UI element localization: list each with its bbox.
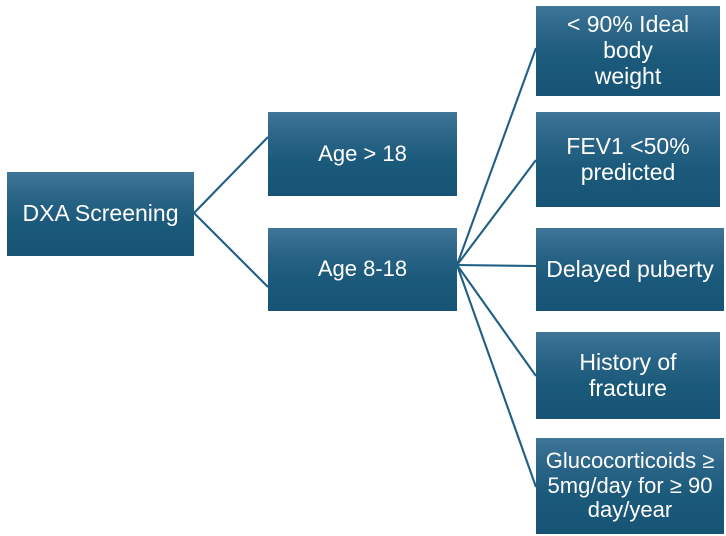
node-fev1-predicted-label: FEV1 <50% predicted [566, 132, 690, 185]
node-age-over-18[interactable]: Age > 18 [268, 112, 457, 196]
node-delayed-puberty[interactable]: Delayed puberty [536, 228, 724, 311]
connector-age818-to-fev1 [456, 159, 537, 266]
node-delayed-puberty-label: Delayed puberty [546, 255, 714, 282]
node-glucocorticoids-label: Glucocorticoids ≥ 5mg/day for ≥ 90 day/y… [545, 448, 715, 523]
node-history-of-fracture[interactable]: History of fracture [536, 332, 720, 419]
node-dxa-screening[interactable]: DXA Screening [7, 172, 194, 256]
connector-age818-to-ideal-body-weight [456, 47, 537, 266]
node-ideal-body-weight[interactable]: < 90% Ideal body weight [536, 6, 720, 96]
node-glucocorticoids[interactable]: Glucocorticoids ≥ 5mg/day for ≥ 90 day/y… [536, 438, 724, 534]
connector-age818-to-glucocorticoids [456, 264, 537, 488]
connector-age818-to-history-fracture [456, 264, 537, 377]
node-age-over-18-label: Age > 18 [318, 140, 407, 166]
node-history-of-fracture-label: History of fracture [579, 348, 677, 401]
node-age-8-18[interactable]: Age 8-18 [268, 228, 457, 311]
connector-root-to-age-8-18 [193, 212, 269, 288]
connector-age818-to-delayed-puberty [456, 263, 537, 268]
node-age-8-18-label: Age 8-18 [317, 256, 408, 282]
node-fev1-predicted[interactable]: FEV1 <50% predicted [536, 112, 720, 207]
node-dxa-screening-label: DXA Screening [22, 200, 179, 227]
node-ideal-body-weight-label: < 90% Ideal body weight [566, 11, 690, 89]
connector-root-to-age-over-18 [193, 136, 269, 214]
